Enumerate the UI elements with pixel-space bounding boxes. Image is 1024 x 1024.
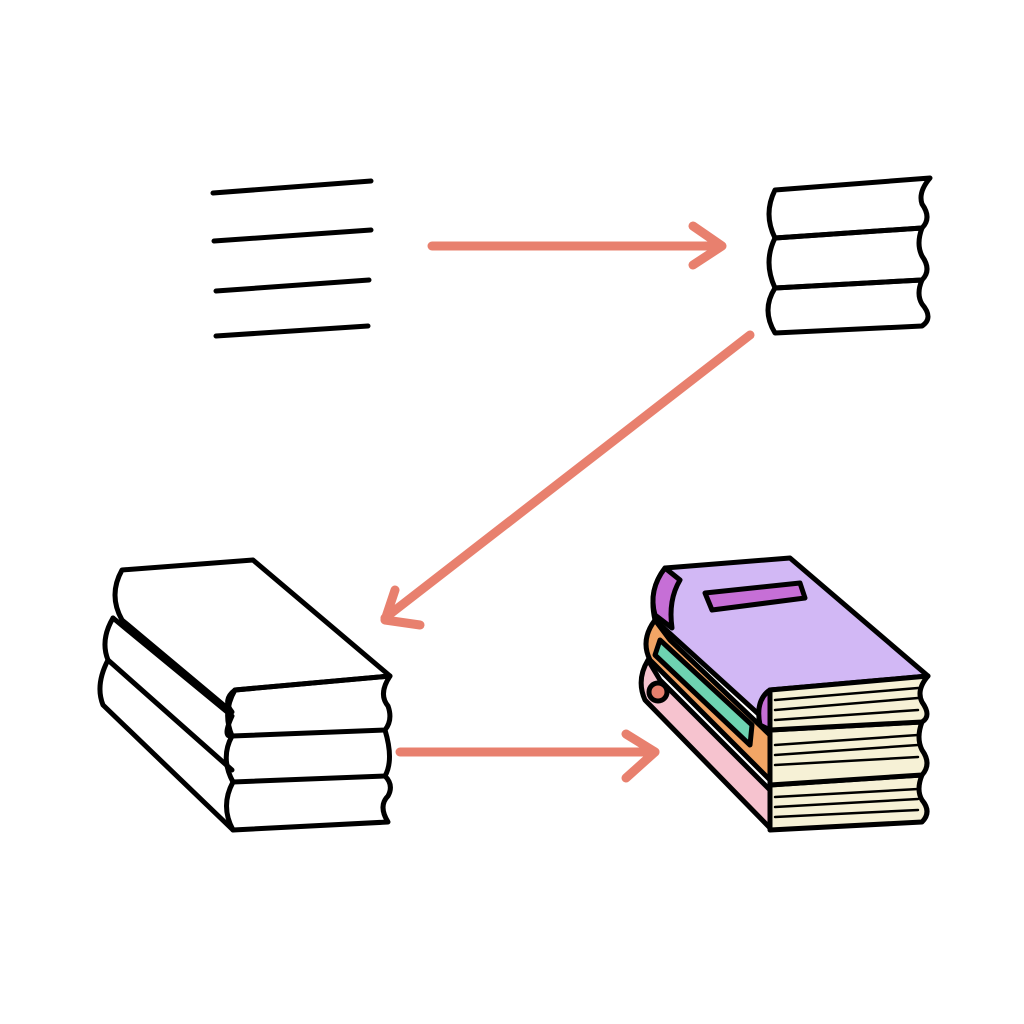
step3-book-stack-outline-icon [97, 557, 393, 833]
arrow-right-icon-2 [395, 729, 660, 783]
step2-page-edges-icon [765, 175, 933, 336]
step1-lines-icon [210, 178, 374, 339]
arrow-right-icon-1 [427, 221, 727, 270]
step4-book-stack-colored-icon [638, 555, 931, 833]
top-book-label [702, 580, 808, 613]
arrow-diagonal-icon [380, 330, 755, 630]
bottom-book-emblem [646, 680, 670, 704]
